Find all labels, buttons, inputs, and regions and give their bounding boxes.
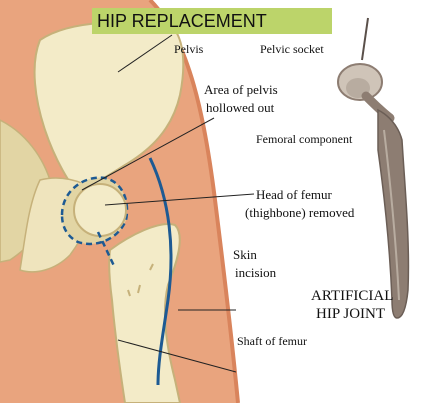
label-artificial-hip-joint-line1: ARTIFICIAL	[311, 287, 393, 305]
label-femoral-component: Femoral component	[256, 132, 352, 147]
title-banner: HIP REPLACEMENT	[92, 8, 332, 34]
label-area-hollowed-line2: hollowed out	[206, 100, 274, 116]
label-artificial-hip-joint-line2: HIP JOINT	[316, 305, 385, 323]
label-skin-line2: incision	[235, 265, 276, 281]
label-skin-line1: Skin	[233, 247, 257, 263]
label-head-removed-line2: (thighbone) removed	[245, 205, 354, 221]
label-shaft-of-femur: Shaft of femur	[237, 334, 307, 349]
femoral-head	[74, 184, 126, 236]
label-area-hollowed-line1: Area of pelvis	[204, 82, 278, 98]
label-pelvis: Pelvis	[174, 42, 203, 57]
artificial-hip-implant	[338, 18, 408, 318]
label-head-removed-line1: Head of femur	[256, 187, 332, 203]
diagram-title: HIP REPLACEMENT	[97, 11, 267, 32]
label-pelvic-socket: Pelvic socket	[260, 42, 324, 57]
